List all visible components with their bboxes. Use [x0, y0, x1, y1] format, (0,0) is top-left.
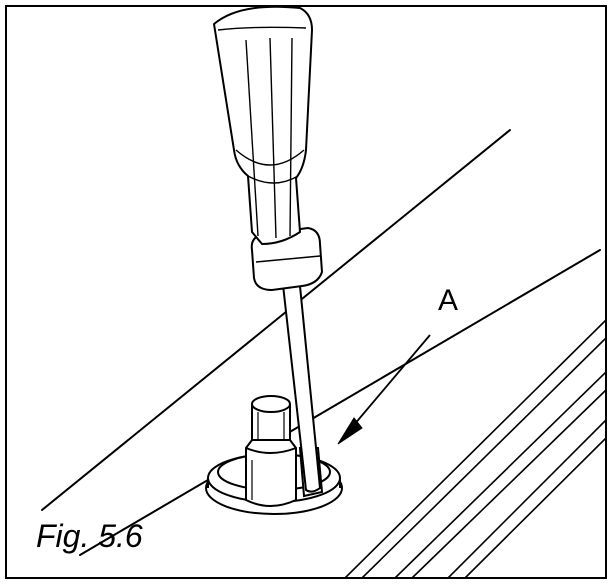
figure-caption: Fig. 5.6 — [36, 518, 143, 554]
callout-arrow-icon — [337, 334, 431, 445]
rail-grooves — [344, 319, 607, 579]
adjuster-post — [245, 395, 297, 507]
screwdriver-icon — [213, 5, 323, 493]
base-panel — [41, 129, 601, 556]
callout-label-a: A — [438, 284, 459, 317]
